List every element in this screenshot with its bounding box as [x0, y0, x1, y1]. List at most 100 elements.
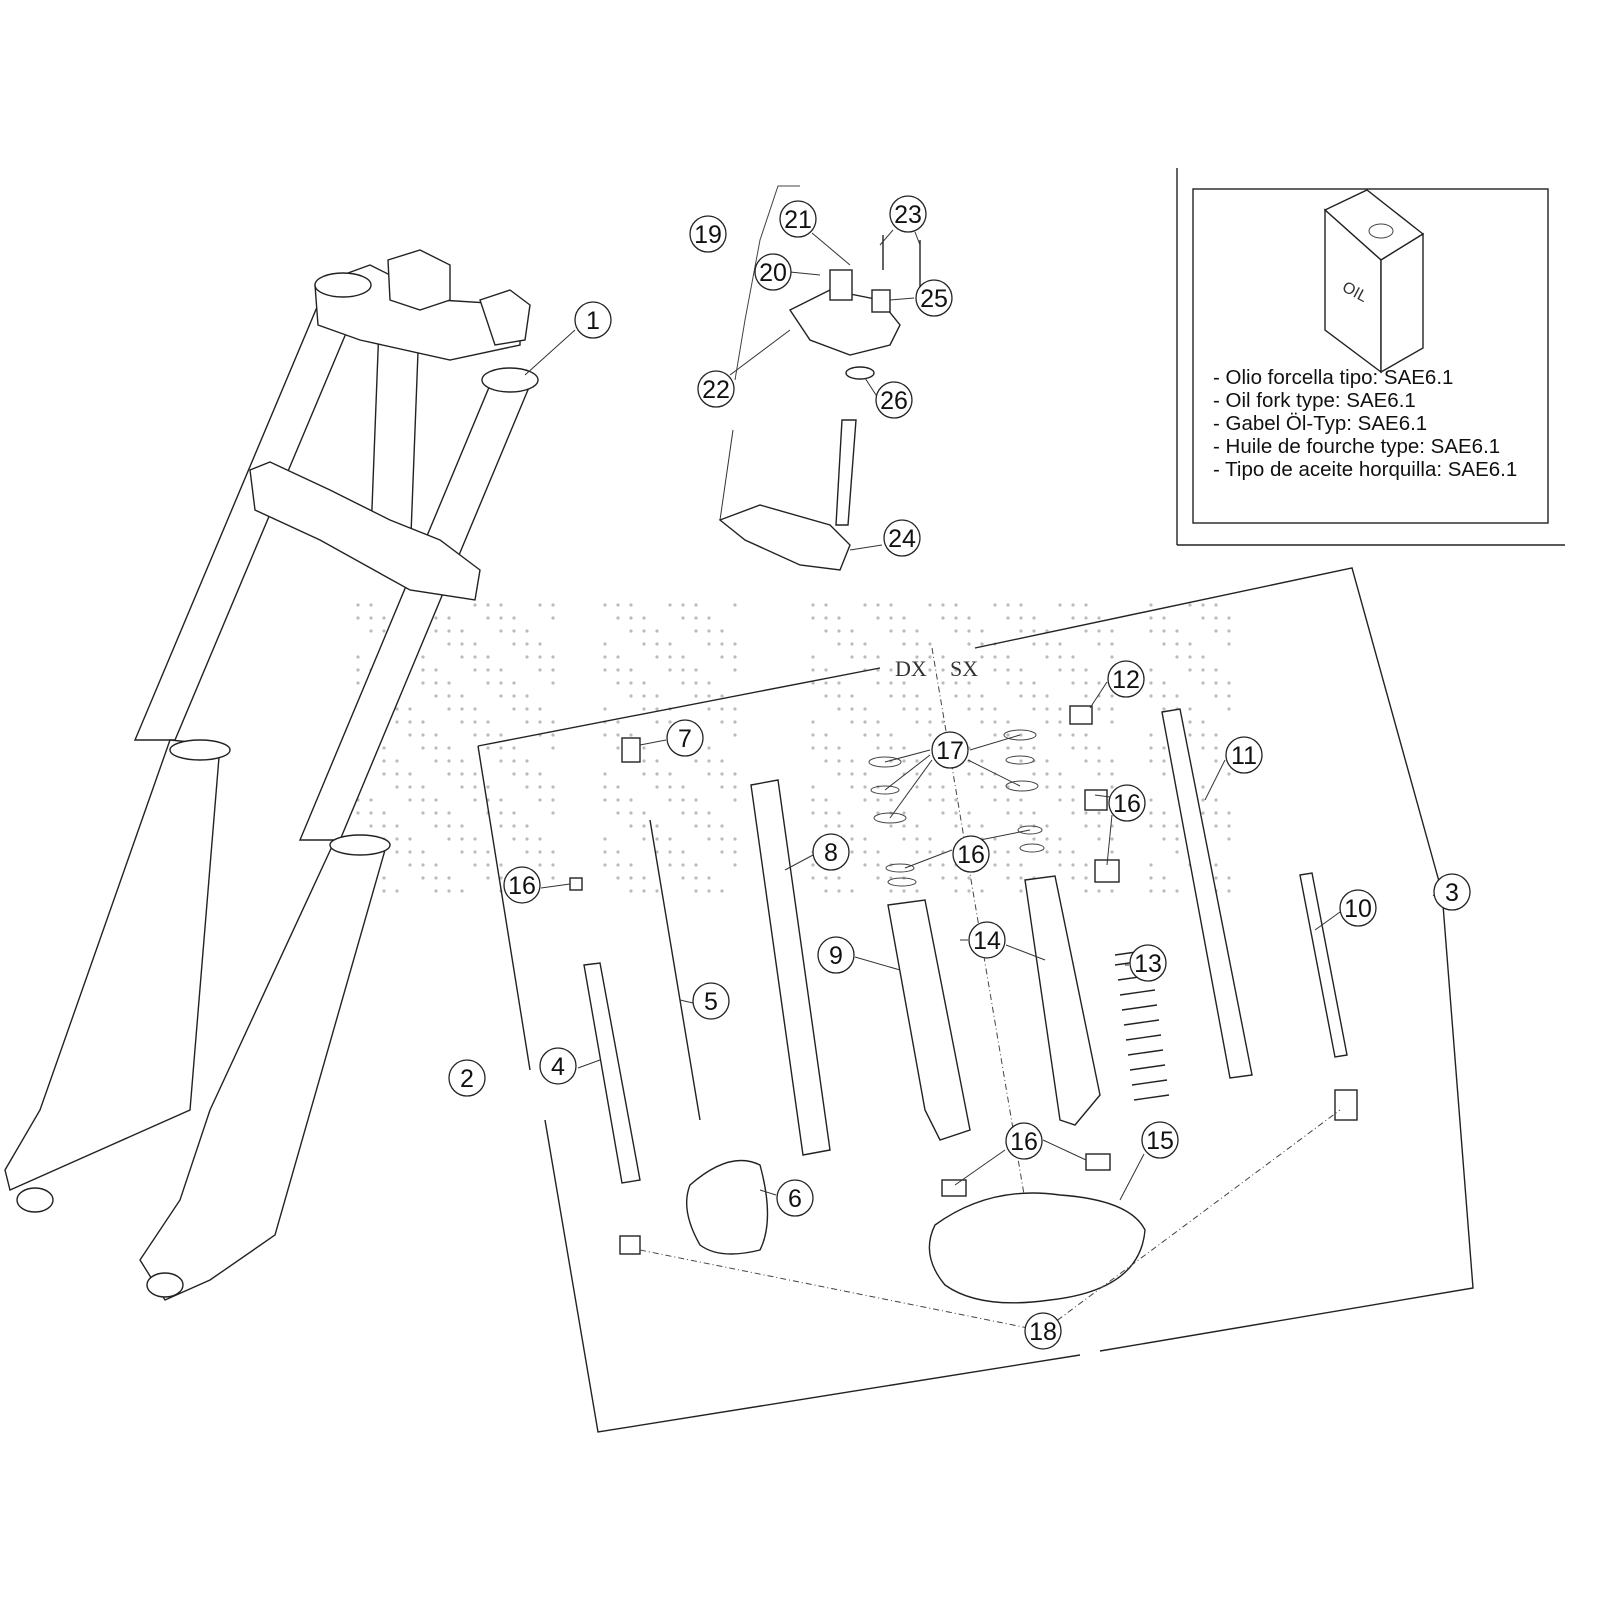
callout-9: 9 — [817, 936, 855, 974]
callout-circle — [1433, 873, 1471, 911]
callout-number: 7 — [678, 725, 692, 753]
callout-number: 24 — [888, 525, 916, 553]
oil-note-line-de: - Gabel Öl-Typ: SAE6.1 — [1213, 412, 1428, 435]
callout-number: 16 — [1010, 1128, 1038, 1156]
callout-circle — [931, 731, 969, 769]
callout-16: 16 — [952, 835, 990, 873]
callout-circle — [1129, 944, 1167, 982]
callout-circle — [952, 835, 990, 873]
callout-circle — [666, 719, 704, 757]
callout-10: 10 — [1339, 889, 1377, 927]
callout-18: 18 — [1024, 1312, 1062, 1350]
callout-circle — [689, 215, 727, 253]
callout-16: 16 — [1005, 1122, 1043, 1160]
callout-number: 12 — [1112, 666, 1140, 694]
callout-26: 26 — [875, 381, 913, 419]
callout-5: 5 — [692, 982, 730, 1020]
callout-circle — [915, 279, 953, 317]
callout-24: 24 — [883, 519, 921, 557]
callout-circle — [875, 381, 913, 419]
callout-circle — [776, 1179, 814, 1217]
callout-number: 22 — [702, 376, 730, 404]
callout-circle — [697, 370, 735, 408]
oil-note-line-it: - Olio forcella tipo: SAE6.1 — [1213, 366, 1454, 389]
callout-number: 4 — [551, 1053, 565, 1081]
callout-2: 2 — [448, 1059, 486, 1097]
callout-circle — [1141, 1121, 1179, 1159]
callout-circle — [539, 1047, 577, 1085]
callout-circle — [1024, 1312, 1062, 1350]
callout-number: 3 — [1445, 879, 1459, 907]
oil-note-line-en: - Oil fork type: SAE6.1 — [1213, 389, 1416, 412]
callout-number: 19 — [694, 221, 722, 249]
callout-circle — [1108, 784, 1146, 822]
callout-circle — [754, 253, 792, 291]
oil-note-line-fr: - Huile de fourche type: SAE6.1 — [1213, 435, 1501, 458]
callout-number: 8 — [824, 839, 838, 867]
callout-1: 1 — [574, 301, 612, 339]
callout-circle — [883, 519, 921, 557]
callout-number: 16 — [508, 872, 536, 900]
callout-circle — [968, 921, 1006, 959]
callout-23: 23 — [889, 195, 927, 233]
callout-7: 7 — [666, 719, 704, 757]
callout-circle — [503, 866, 541, 904]
callout-number: 26 — [880, 387, 908, 415]
callout-circle — [812, 833, 850, 871]
svg-text:DX: DX — [895, 656, 927, 681]
callout-8: 8 — [812, 833, 850, 871]
callout-20: 20 — [754, 253, 792, 291]
callout-number: 18 — [1029, 1318, 1057, 1346]
callout-number: 9 — [829, 942, 843, 970]
oil-specification-note: - Olio forcella tipo: SAE6.1 - Oil fork … — [1213, 366, 1517, 481]
callout-number: 17 — [936, 737, 964, 765]
callout-number: 15 — [1146, 1127, 1174, 1155]
callout-number: 16 — [1113, 790, 1141, 818]
svg-text:SX: SX — [950, 656, 978, 681]
callout-circle — [889, 195, 927, 233]
callout-21: 21 — [779, 200, 817, 238]
oil-can-icon: OIL — [1323, 189, 1425, 374]
callout-12: 12 — [1107, 660, 1145, 698]
callout-circle — [1339, 889, 1377, 927]
callout-16: 16 — [503, 866, 541, 904]
callout-circle — [817, 936, 855, 974]
callout-number: 21 — [784, 206, 812, 234]
callout-11: 11 — [1225, 736, 1263, 774]
callout-circle — [692, 982, 730, 1020]
callout-circle — [1005, 1122, 1043, 1160]
callout-19: 19 — [689, 215, 727, 253]
callout-number: 20 — [759, 259, 787, 287]
callout-circle — [1107, 660, 1145, 698]
watermark — [356, 603, 1231, 893]
callout-number: 14 — [973, 927, 1001, 955]
oil-note-frame — [1176, 168, 1565, 546]
callout-circle — [779, 200, 817, 238]
callout-15: 15 — [1141, 1121, 1179, 1159]
callout-circle — [1225, 736, 1263, 774]
steering-head-group — [718, 185, 921, 571]
assembled-fork — [4, 249, 539, 1301]
callout-14: 14 — [968, 921, 1006, 959]
callout-number: 16 — [957, 841, 985, 869]
callout-6: 6 — [776, 1179, 814, 1217]
oil-note-line-es: - Tipo de aceite horquilla: SAE6.1 — [1213, 458, 1518, 481]
callout-number: 1 — [586, 307, 600, 335]
callout-number: 11 — [1231, 742, 1257, 770]
callout-number: 2 — [460, 1065, 474, 1093]
callout-number: 13 — [1134, 950, 1162, 978]
callout-number: 23 — [894, 201, 922, 229]
callout-number: 6 — [788, 1185, 802, 1213]
callout-number: 5 — [704, 988, 718, 1016]
callout-number: 10 — [1344, 895, 1372, 923]
callout-4: 4 — [539, 1047, 577, 1085]
callout-22: 22 — [697, 370, 735, 408]
callout-25: 25 — [915, 279, 953, 317]
callout-3: 3 — [1433, 873, 1471, 911]
callout-number: 25 — [920, 285, 948, 313]
callout-16: 16 — [1108, 784, 1146, 822]
callout-17: 17 — [931, 731, 969, 769]
callout-circle — [448, 1059, 486, 1097]
